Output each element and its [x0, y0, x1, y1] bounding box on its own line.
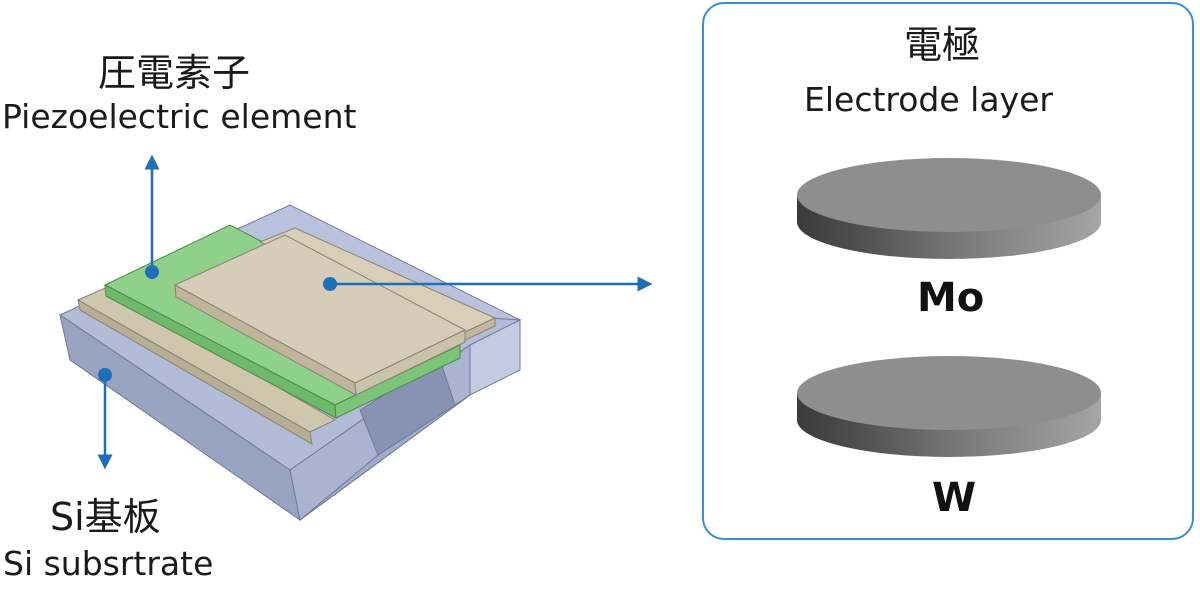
annotation-arrows	[97, 154, 653, 470]
si-marker-dot	[98, 368, 112, 382]
mo-label: Mo	[917, 275, 985, 321]
electrode-label-en: Electrode layer	[804, 80, 1053, 119]
piezo-label-jp: 圧電素子	[98, 51, 251, 95]
piezo-label-en: Piezoelectric element	[2, 97, 357, 136]
electrode-panel	[702, 2, 1194, 540]
substrate-label-en: Si subsrtrate	[3, 544, 214, 583]
top-electrode	[173, 234, 467, 396]
w-label: W	[932, 475, 977, 521]
substrate-label-jp: Si基板	[50, 495, 161, 539]
piezo-marker-dot	[145, 265, 159, 279]
electrode-marker-dot	[323, 277, 337, 291]
bottom-electrode	[76, 287, 337, 445]
w-disk	[797, 356, 1101, 457]
electrode-label-jp: 電極	[904, 23, 981, 67]
mo-disk	[797, 158, 1101, 259]
